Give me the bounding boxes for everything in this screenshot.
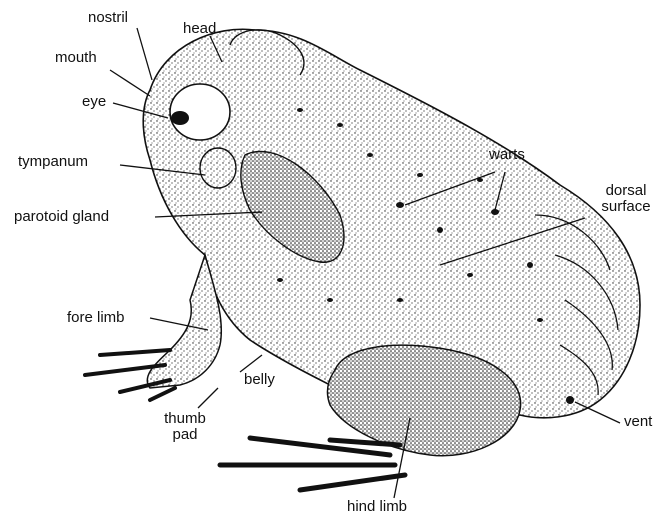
label-eye: eye bbox=[82, 94, 106, 110]
label-belly: belly bbox=[244, 372, 275, 388]
label-tympanum: tympanum bbox=[18, 154, 88, 170]
label-nostril: nostril bbox=[88, 10, 128, 26]
label-vent: vent bbox=[624, 414, 652, 430]
label-head: head bbox=[183, 21, 216, 37]
fore-limb-shape bbox=[147, 255, 221, 388]
label-fore-limb: fore limb bbox=[67, 310, 125, 326]
label-dorsal-line1: dorsal bbox=[586, 183, 666, 199]
hind-foot bbox=[220, 438, 405, 490]
label-thumb-line1: thumb bbox=[155, 411, 215, 427]
label-thumb-pad: thumb pad bbox=[155, 411, 215, 443]
label-thumb-line2: pad bbox=[155, 427, 215, 443]
label-dorsal-surface: dorsal surface bbox=[586, 183, 666, 215]
label-hind-limb: hind limb bbox=[347, 499, 407, 515]
label-mouth: mouth bbox=[55, 50, 97, 66]
eye-pupil bbox=[171, 111, 189, 125]
label-warts: warts bbox=[489, 147, 525, 163]
vent-mark bbox=[566, 396, 574, 404]
tympanum-disc bbox=[200, 148, 236, 188]
label-parotoid-gland: parotoid gland bbox=[14, 209, 109, 225]
label-dorsal-line2: surface bbox=[586, 199, 666, 215]
